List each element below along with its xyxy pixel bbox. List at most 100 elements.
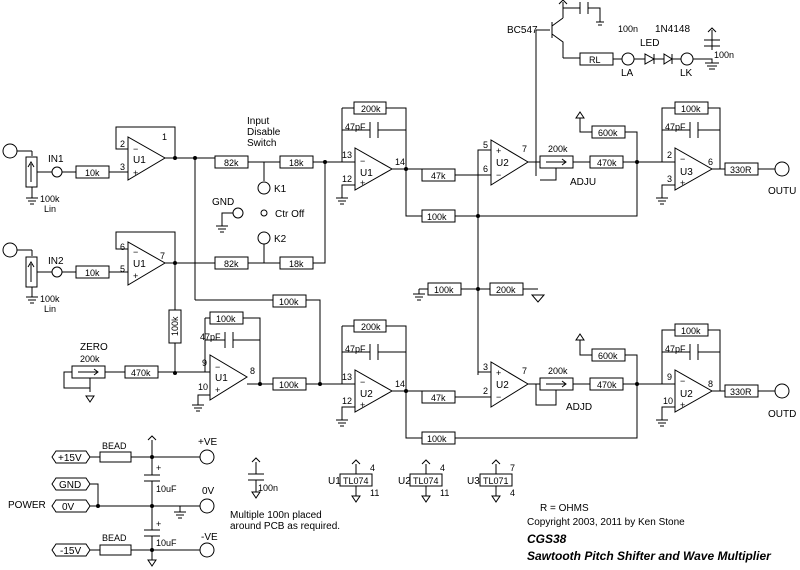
ground-symbol (596, 21, 604, 26)
svg-text:LK: LK (680, 68, 693, 79)
opamp-u2-top (490, 139, 529, 186)
resistor-100k (209, 311, 244, 325)
zv-node (199, 498, 215, 514)
svg-text:+: + (156, 519, 161, 529)
subtitle: Sawtooth Pitch Shifter and Wave Multipli… (527, 549, 772, 563)
svg-text:3: 3 (667, 174, 672, 184)
svg-text:470k: 470k (131, 368, 151, 378)
wire (351, 459, 361, 503)
svg-text:1N4148: 1N4148 (655, 24, 690, 35)
svg-text:6: 6 (708, 157, 713, 167)
switch-center (260, 209, 268, 217)
svg-text:−: − (215, 362, 220, 372)
wire (625, 131, 638, 162)
copyright: Copyright 2003, 2011 by Ken Stone (527, 517, 685, 528)
svg-text:TL074: TL074 (413, 476, 439, 486)
wire (477, 371, 491, 375)
svg-text:11: 11 (370, 488, 379, 498)
ohms-note: R = OHMS (540, 503, 589, 514)
svg-text:4: 4 (510, 488, 515, 498)
svg-text:BEAD: BEAD (102, 533, 127, 543)
resistor-100k (674, 323, 709, 337)
svg-text:U3: U3 (680, 167, 693, 178)
svg-text:330R: 330R (730, 165, 752, 175)
svg-text:200k: 200k (361, 104, 381, 114)
svg-text:OUTD: OUTD (768, 409, 796, 420)
svg-text:U2: U2 (496, 158, 509, 169)
pot-arrow (546, 158, 567, 166)
svg-text:U1: U1 (215, 373, 228, 384)
wire (63, 371, 125, 392)
svg-text:Input: Input (247, 116, 269, 127)
wire (405, 391, 422, 439)
nve-node (199, 542, 215, 558)
outu-jack[interactable] (774, 161, 790, 177)
svg-text:13: 13 (342, 372, 352, 382)
feedback (661, 329, 721, 391)
svg-text:7: 7 (522, 366, 527, 376)
svg-text:U1: U1 (328, 476, 341, 487)
svg-text:10: 10 (663, 396, 673, 406)
resistor-200k (353, 319, 387, 333)
vcc-symbol (558, 0, 568, 8)
svg-text:82k: 82k (224, 259, 239, 269)
resistor-200k (353, 101, 387, 115)
resistor-100k (427, 282, 462, 296)
svg-text:470k: 470k (597, 158, 617, 168)
svg-text:+: + (680, 178, 685, 188)
svg-text:82k: 82k (224, 158, 239, 168)
feedback (342, 107, 407, 169)
wire (419, 260, 538, 375)
wire (455, 162, 638, 217)
gnd-node (232, 207, 244, 219)
bead-neg (99, 544, 132, 556)
svg-text:47pF: 47pF (665, 122, 686, 132)
vcc-symbol (707, 27, 717, 40)
in2-label: IN2 (48, 256, 64, 267)
switch-k2[interactable] (257, 231, 271, 245)
svg-text:-VE: -VE (201, 532, 218, 543)
svg-text:100k: 100k (279, 380, 299, 390)
wire (17, 150, 33, 156)
wire (194, 157, 215, 300)
svg-text:0V: 0V (62, 502, 75, 513)
svg-text:2: 2 (667, 150, 672, 160)
in1-node (51, 166, 63, 178)
svg-text:47k: 47k (431, 393, 446, 403)
vneg-arrow (147, 559, 157, 567)
capacitor-47pf (689, 122, 699, 138)
transistor-bc547 (536, 8, 564, 58)
svg-text:10uF: 10uF (156, 484, 177, 494)
svg-text:14: 14 (395, 157, 405, 167)
svg-text:100k: 100k (681, 104, 701, 114)
power-terminal-gnd (51, 477, 91, 491)
svg-text:11: 11 (440, 488, 449, 498)
model-title: CGS38 (527, 532, 567, 546)
in2-jack[interactable] (2, 242, 18, 258)
svg-text:8: 8 (708, 379, 713, 389)
svg-text:OUTU: OUTU (768, 186, 796, 197)
svg-text:−: − (680, 376, 685, 386)
svg-text:470k: 470k (597, 380, 617, 390)
vref-symbol (575, 111, 592, 133)
outd-jack[interactable] (774, 383, 790, 399)
in1-jack[interactable] (2, 143, 18, 159)
feedback (661, 107, 721, 169)
ground-symbol (216, 212, 233, 233)
wire (528, 30, 537, 176)
svg-text:5: 5 (483, 140, 488, 150)
svg-text:RL: RL (589, 55, 601, 65)
svg-text:Ctr Off: Ctr Off (275, 209, 304, 220)
wire (90, 483, 200, 507)
svg-text:TL074: TL074 (343, 476, 369, 486)
wire (195, 299, 321, 384)
svg-text:Switch: Switch (247, 138, 276, 149)
wire (528, 383, 590, 406)
svg-text:LA: LA (621, 68, 634, 79)
svg-text:2: 2 (120, 139, 125, 149)
svg-text:200k: 200k (361, 322, 381, 332)
opamp-u1b (127, 241, 166, 286)
led-cathode-pad (680, 52, 694, 66)
pot-arrow (546, 380, 567, 388)
switch-k1[interactable] (257, 181, 271, 195)
